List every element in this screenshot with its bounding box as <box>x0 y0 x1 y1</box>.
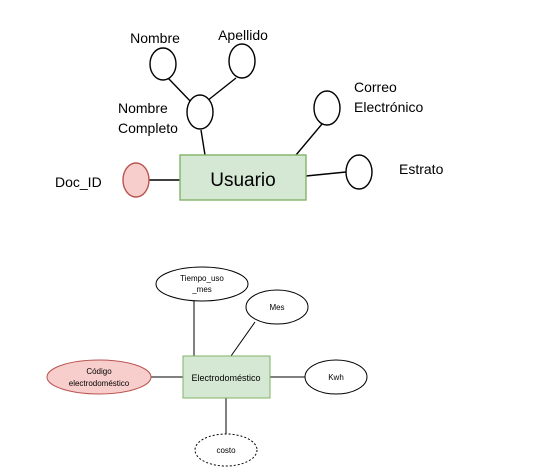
link-correo-to-usuario <box>295 123 323 156</box>
attribute-doc-id-key-ellipse[interactable] <box>122 162 150 198</box>
link-mes-to-electrodomestico <box>230 321 256 357</box>
label-codigo-line2: electrodoméstico <box>69 379 130 388</box>
attribute-estrato-ellipse[interactable] <box>345 154 373 190</box>
link-estrato-to-usuario <box>305 171 347 177</box>
attribute-nombre-ellipse[interactable] <box>149 47 177 81</box>
link-nombre-to-nombre-completo <box>167 77 194 105</box>
label-correo-line2: Electrónico <box>354 99 423 115</box>
attribute-nombre-completo-ellipse[interactable] <box>186 94 214 130</box>
attribute-costo-derived-ellipse[interactable] <box>194 433 258 467</box>
label-nombre-completo-line1: Nombre <box>118 100 168 116</box>
entity-usuario-box[interactable] <box>179 154 307 201</box>
link-apellido-to-nombre-completo <box>206 77 237 102</box>
label-estrato: Estrato <box>399 161 444 177</box>
attribute-codigo-key-ellipse[interactable] <box>46 359 152 395</box>
link-nombre-completo-to-usuario <box>200 129 206 156</box>
label-costo: costo <box>216 446 236 455</box>
er-diagram-electrodomestico: Electrodoméstico Tiempo_uso _mes Mes Kwh… <box>46 266 368 467</box>
label-kwh: Kwh <box>328 373 344 382</box>
label-apellido: Apellido <box>218 27 268 43</box>
label-nombre-completo-line2: Completo <box>118 120 178 136</box>
label-tiempo-uso-line2: _mes <box>191 285 212 294</box>
attribute-apellido-ellipse[interactable] <box>228 43 256 79</box>
entity-electrodomestico-box[interactable] <box>182 355 271 399</box>
attribute-correo-ellipse[interactable] <box>313 90 341 126</box>
attribute-tiempo-uso-ellipse[interactable] <box>155 266 249 302</box>
label-codigo-line1: Código <box>86 367 112 376</box>
electrodomestico-connectors <box>151 300 305 434</box>
er-diagram-usuario: Usuario Nombre Apellido Nombre Completo … <box>55 27 444 201</box>
label-tiempo-uso-line1: Tiempo_uso <box>180 274 224 283</box>
label-doc-id: Doc_ID <box>55 174 102 190</box>
label-nombre: Nombre <box>130 30 180 46</box>
label-mes: Mes <box>269 303 284 312</box>
attribute-mes-ellipse[interactable] <box>245 289 309 325</box>
entity-electrodomestico-label: Electrodoméstico <box>191 373 260 383</box>
label-correo-line1: Correo <box>354 79 397 95</box>
usuario-connectors <box>149 77 347 181</box>
attribute-kwh-ellipse[interactable] <box>304 359 368 395</box>
entity-usuario-label: Usuario <box>210 170 275 191</box>
